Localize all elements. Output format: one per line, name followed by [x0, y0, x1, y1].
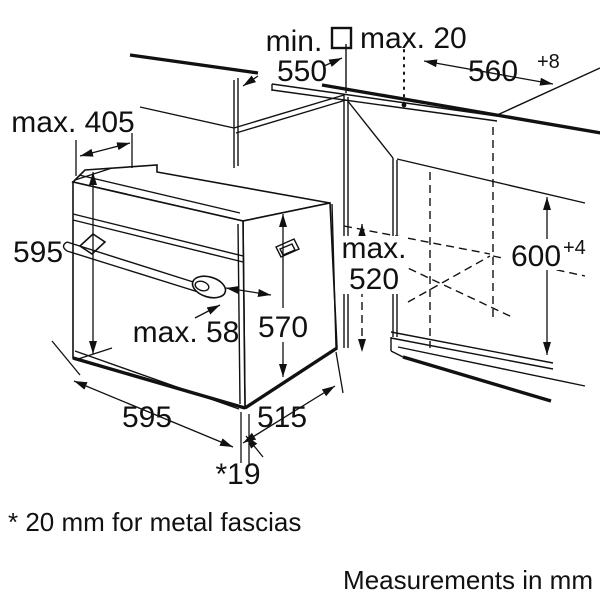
handle-right-cap-inner: [194, 280, 210, 292]
partition-top-edge-2: [235, 99, 347, 134]
hidden-floor-back-edge: [343, 225, 491, 255]
shelf-front-edge: [390, 331, 554, 364]
shelf-front-edge-2: [390, 337, 554, 370]
footnote-metal-fascias: * 20 mm for metal fascias: [8, 507, 301, 537]
label-19: *19: [215, 458, 260, 491]
oven-handle: [62, 232, 227, 299]
square-symbol-icon: [330, 26, 353, 50]
left-counter-back-edge: [139, 106, 235, 129]
label-max: max.: [341, 232, 406, 265]
label-bg-520: [342, 236, 408, 294]
door-right-gap-line: [237, 223, 241, 405]
control-panel-line-2: [72, 219, 244, 263]
label-max-405: max. 405: [11, 106, 134, 139]
shelf-bottom-edge: [397, 346, 586, 387]
niche-ceiling-back-edge: [396, 158, 586, 204]
label-bg-570: [256, 308, 310, 342]
niche-ceiling-left-edge: [346, 99, 394, 159]
dim-550-arrow-right: [323, 57, 343, 67]
label-bg-600: [505, 239, 595, 270]
dim-595w-line: [73, 380, 234, 448]
cabinet-linework: [129, 44, 600, 403]
hidden-floor-diagonal-2: [407, 255, 491, 303]
units-note: Measurements in mm: [343, 565, 593, 595]
label-515: 515: [257, 401, 307, 434]
label-max-58: max. 58: [133, 316, 240, 349]
control-panel-line: [72, 213, 244, 257]
worktop-edge-left: [129, 53, 259, 75]
oven-drawing: [62, 164, 338, 410]
label-560-tol: +8: [537, 51, 560, 73]
dim-550-arrow-left: [242, 75, 259, 87]
dimension-labels: min. 550 max. 20 560 +8 max. 405 595 max…: [11, 22, 586, 491]
dimension-lines: [51, 26, 554, 465]
label-600: 600: [511, 240, 561, 273]
dim-515-line: [242, 385, 336, 444]
worktop-edge-right: [321, 83, 600, 135]
handle-left-cap: [62, 241, 68, 252]
dim-515-ext-right: [335, 351, 344, 394]
dim-405-line: [79, 142, 131, 157]
niche-rail-top: [271, 83, 498, 117]
dim-595w-ext-left: [51, 340, 81, 376]
oven-frame-top-line: [78, 174, 241, 214]
label-595-height: 595: [13, 236, 63, 269]
dim-19-arrow: [245, 435, 264, 458]
label-550: 550: [277, 55, 327, 88]
label-max-20: max. 20: [360, 22, 467, 55]
oven-rear-edge: [331, 203, 337, 348]
label-560: 560: [468, 55, 518, 88]
right-panel-top-edge: [494, 67, 600, 117]
label-520: 520: [349, 263, 399, 296]
dim-58-line: [225, 286, 272, 297]
dim-58-leader: [194, 304, 221, 319]
cabinet-bottom-edge: [402, 355, 552, 403]
label-595-width: 595: [122, 401, 172, 434]
dim-560-line: [423, 59, 554, 86]
hidden-floor-diagonal: [396, 262, 513, 318]
partition-top-edge: [233, 94, 345, 129]
shelf-left-corner-2: [390, 350, 404, 358]
dim-20-dot: [401, 102, 407, 108]
niche-rail-bottom: [271, 89, 498, 122]
label-570: 570: [258, 311, 308, 344]
label-600-tol: +4: [563, 237, 586, 259]
label-min: min.: [266, 25, 323, 58]
